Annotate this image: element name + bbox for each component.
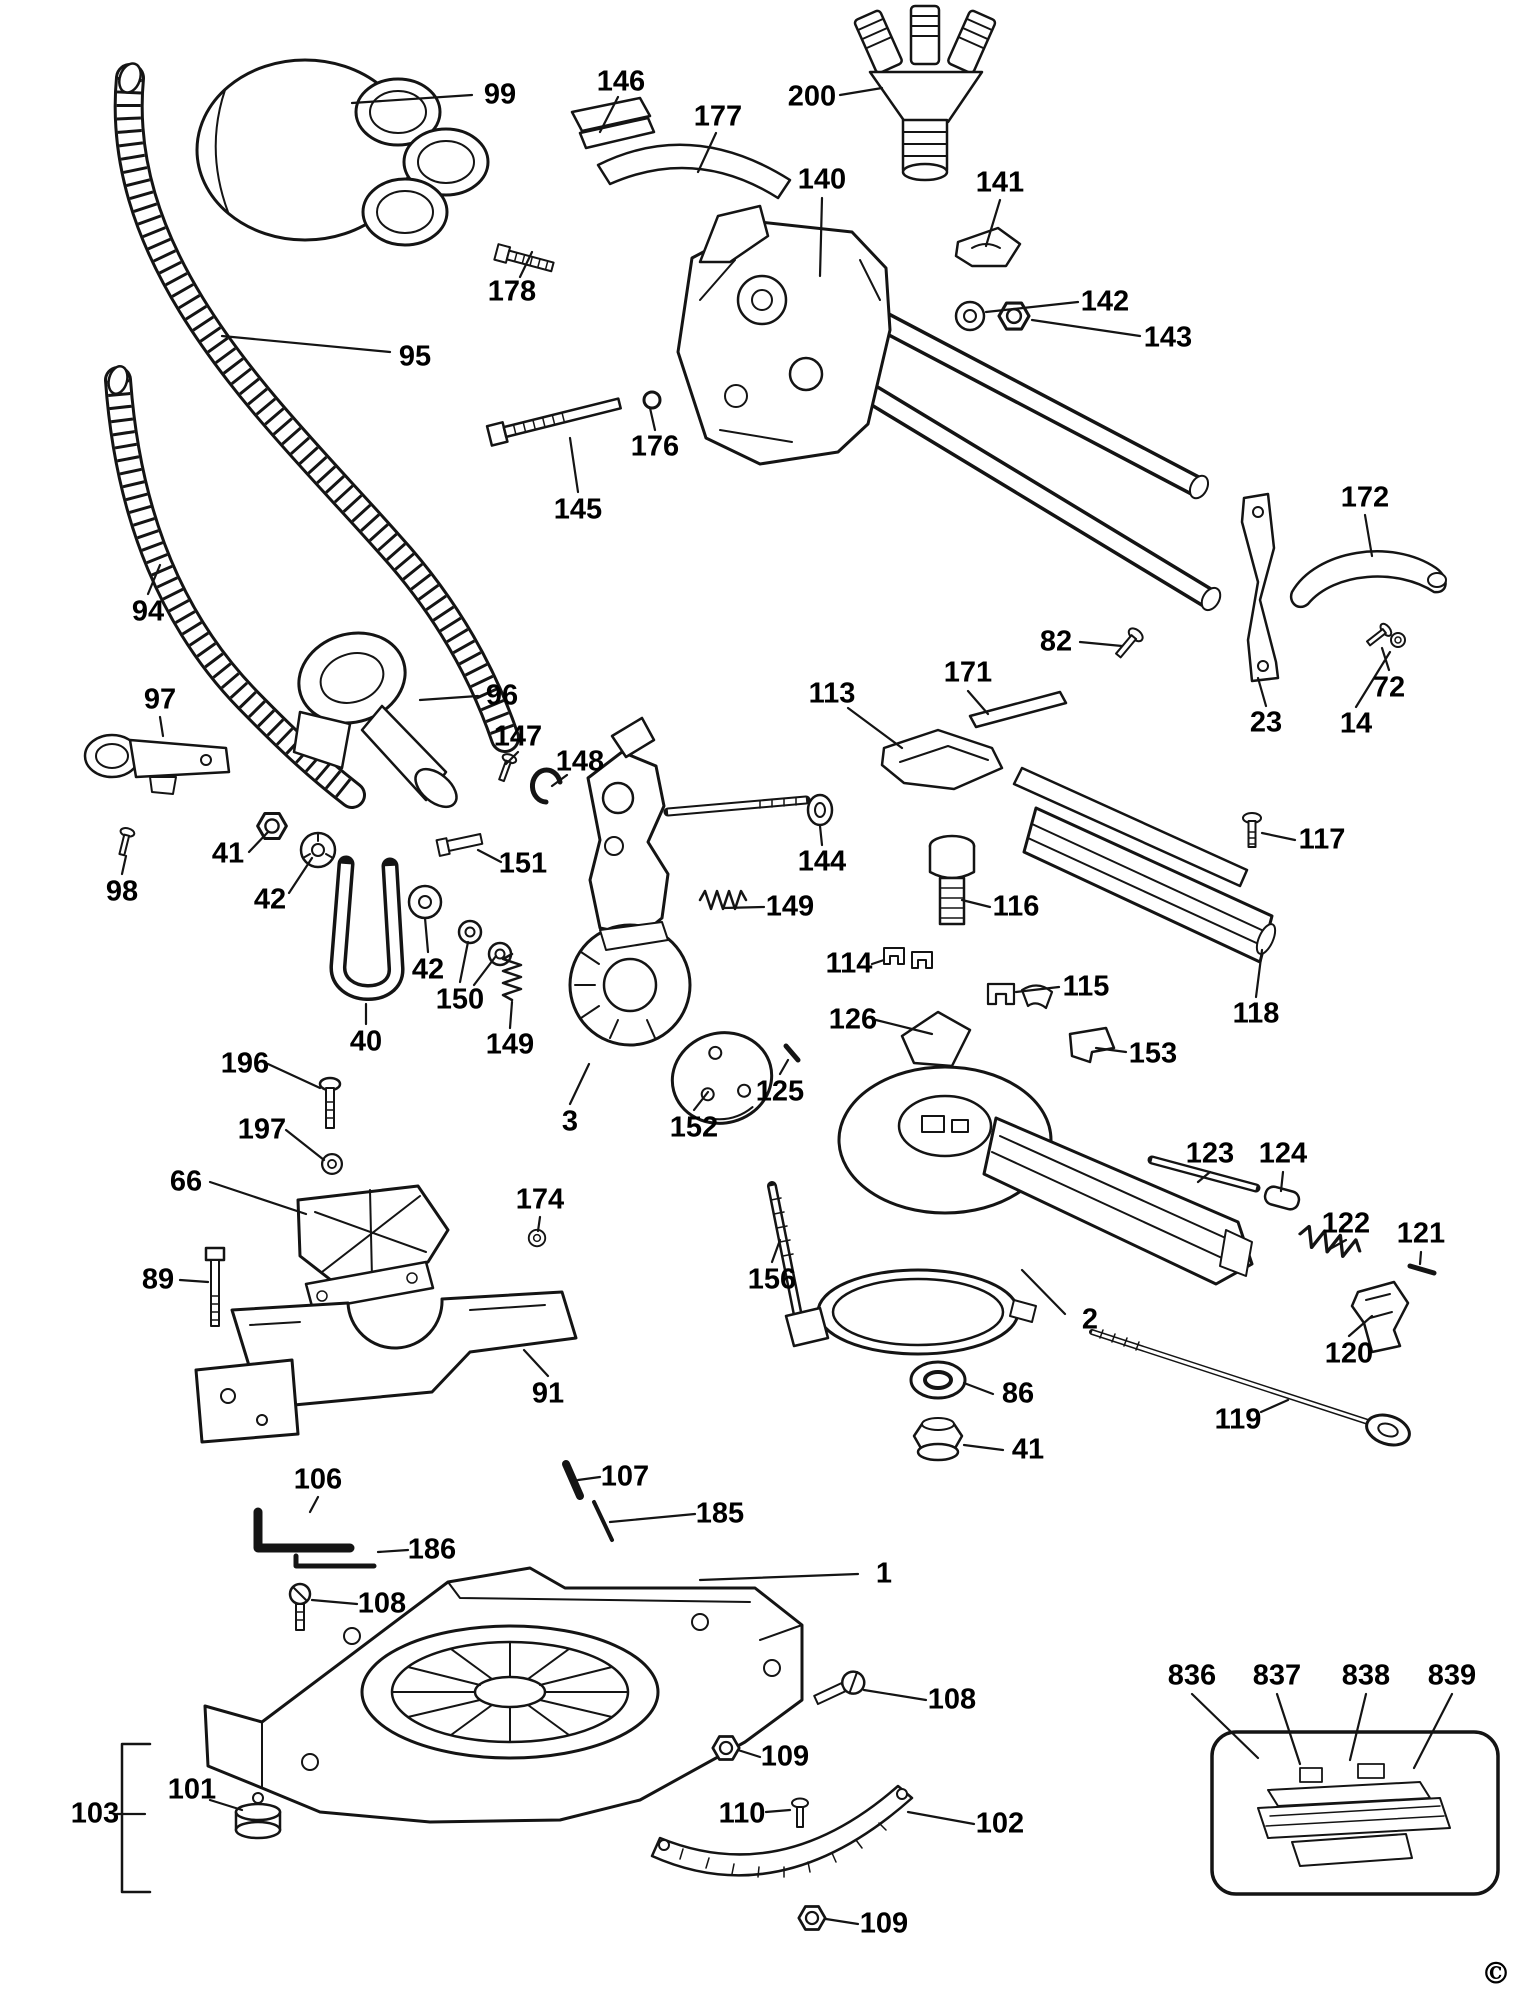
part-176-ring xyxy=(642,390,662,410)
part-171-plate xyxy=(968,690,1068,729)
part-149-spring xyxy=(501,952,523,1002)
part-2-arm-assembly xyxy=(816,1010,1254,1356)
part-66-bracket xyxy=(296,1184,450,1312)
part-177-guard-strip xyxy=(596,143,792,200)
copyright-mark: © xyxy=(1481,1956,1511,1992)
part-110-screw xyxy=(791,1797,809,1828)
part-141-clamp xyxy=(954,226,1022,268)
part-1-base xyxy=(203,1566,804,1824)
part-72-screw xyxy=(1366,622,1393,647)
part-200-hose-splitter xyxy=(853,4,997,182)
part-23-bracket xyxy=(1240,492,1280,683)
part-113-lever-plate xyxy=(880,728,1004,791)
part-185-pin xyxy=(592,1500,614,1542)
part-109-nut-2 xyxy=(797,1905,827,1931)
part-91-guard xyxy=(194,1290,578,1444)
part-122-spring xyxy=(1295,1222,1365,1263)
inset-part-drawing xyxy=(1257,1763,1451,1867)
part-106-hex-key xyxy=(253,1507,355,1553)
part-41-nut xyxy=(256,812,288,840)
part-42-locknut-2 xyxy=(407,884,443,920)
part-95-hose xyxy=(113,62,520,753)
part-145-bolt xyxy=(485,397,622,447)
inset-box xyxy=(1210,1730,1500,1896)
part-196-screw xyxy=(318,1076,342,1129)
part-99-dust-elbow xyxy=(195,58,490,247)
part-152-cover-plate xyxy=(670,1031,774,1125)
part-3-pivot-bracket xyxy=(568,716,811,1047)
leader-lines xyxy=(115,86,1454,1926)
part-89-bolt xyxy=(204,1246,226,1327)
part-109-nut xyxy=(711,1735,741,1761)
part-97-nozzle xyxy=(83,733,231,795)
part-94-hose xyxy=(104,365,366,809)
part-149-spring-2 xyxy=(698,889,748,911)
part-148-clip xyxy=(529,767,563,805)
part-153-clip xyxy=(1068,1026,1116,1064)
part-96-chute xyxy=(292,631,458,809)
part-186-hex-key xyxy=(293,1553,377,1569)
part-117-screw xyxy=(1242,812,1262,848)
part-86-grommet xyxy=(909,1360,967,1400)
part-101-foot xyxy=(234,1792,282,1840)
part-14-washer xyxy=(1390,632,1406,648)
part-119-rod xyxy=(1089,1329,1411,1447)
part-142-washer xyxy=(954,300,986,332)
part-118-fence xyxy=(1012,766,1277,964)
part-140-slide-carriage xyxy=(676,204,1222,612)
part-103-bracket-mark xyxy=(120,1742,152,1894)
part-115-clamp-half xyxy=(986,982,1054,1010)
part-98-screw xyxy=(118,827,136,857)
part-124-sleeve xyxy=(1263,1185,1301,1211)
part-125-pin xyxy=(783,1043,801,1063)
part-102-scale-arc xyxy=(650,1784,914,1878)
part-197-washer xyxy=(320,1152,344,1176)
part-108-screw-2 xyxy=(813,1670,866,1706)
part-42-locknut xyxy=(299,831,337,869)
part-114-clamp-half xyxy=(883,947,933,969)
part-41-locknut xyxy=(912,1417,964,1462)
part-178-screw xyxy=(493,243,555,273)
part-107-pin xyxy=(562,1460,584,1500)
part-40-handle xyxy=(329,855,405,1001)
part-156-bolt xyxy=(767,1181,830,1348)
part-144-washer xyxy=(806,793,834,827)
part-82-screw xyxy=(1115,627,1144,659)
part-120-knob xyxy=(1350,1280,1410,1354)
part-146-clip xyxy=(570,96,656,150)
part-123-pin xyxy=(1147,1155,1261,1193)
part-151-pin xyxy=(435,833,484,857)
part-121-pin xyxy=(1407,1263,1437,1276)
part-108-screw xyxy=(288,1582,312,1631)
part-172-lever xyxy=(1289,550,1447,609)
part-174-washer xyxy=(527,1228,547,1248)
part-116-bolt xyxy=(928,834,976,926)
